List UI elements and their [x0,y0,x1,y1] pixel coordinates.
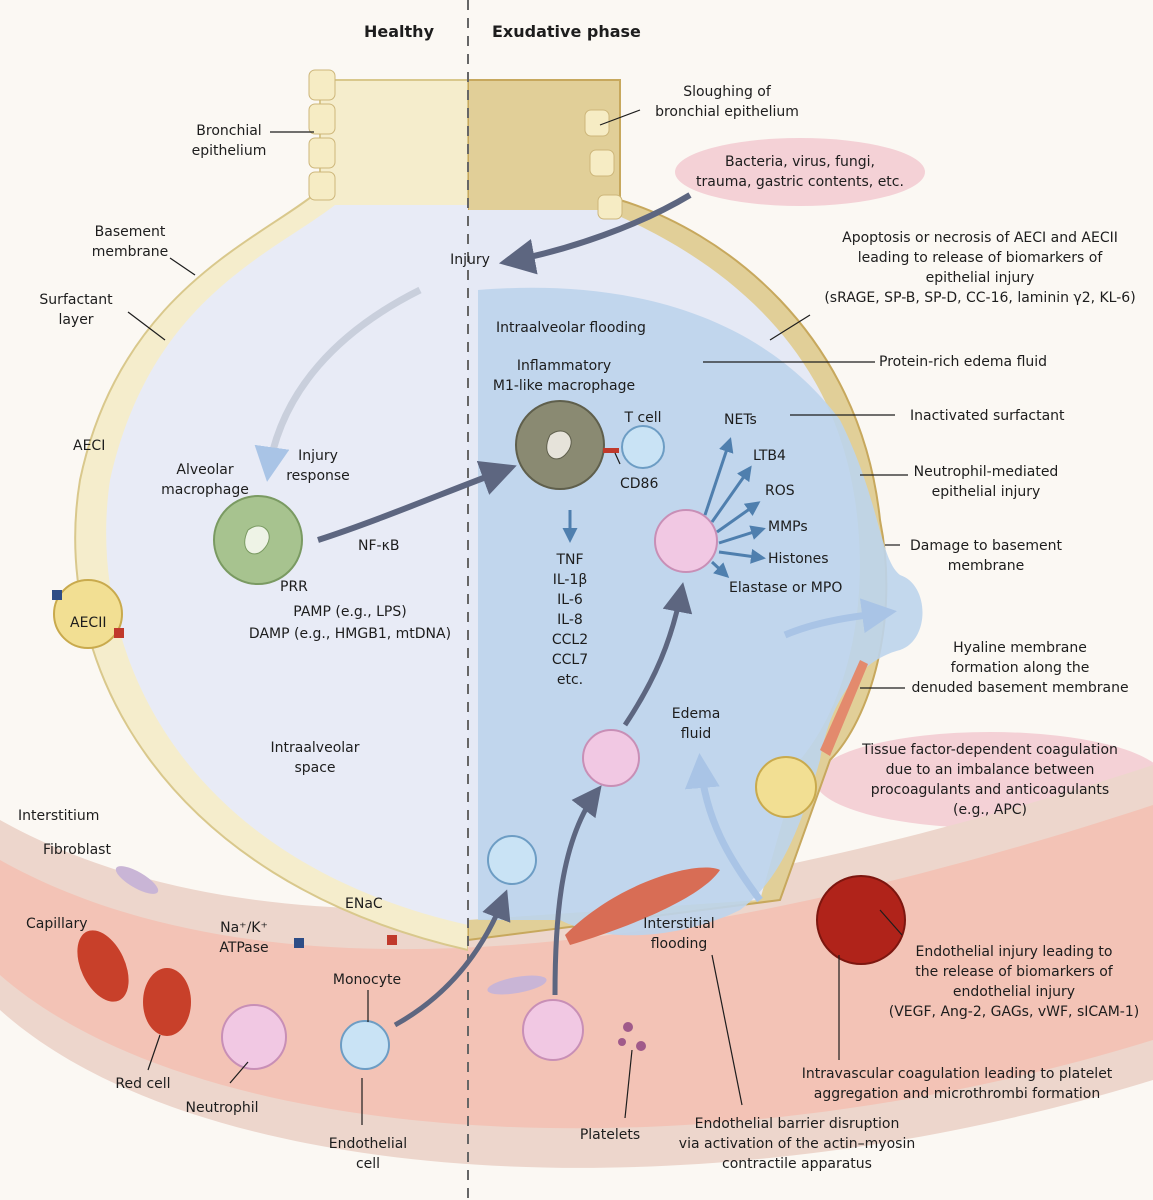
label-insults: Bacteria, virus, fungi,trauma, gastric c… [696,154,904,190]
label-nfkb: NF-κB [358,538,400,554]
neutrophil-migrating [582,729,640,787]
arrow-injury-to-macrophage [254,286,422,482]
arrow-insults-to-injury [498,192,692,275]
label-intraalveolar-flooding: Intraalveolar flooding [496,320,646,336]
leader-lines [127,109,908,1125]
label-damp: DAMP (e.g., HMGB1, mtDNA) [248,626,452,642]
aecii-cell [53,579,123,649]
label-na-k-atpase: Na⁺/K⁺ATPase [219,920,269,956]
mediator-arrows [703,437,766,579]
monocyte-alveolar [487,835,537,885]
label-histones: Histones [768,551,829,567]
label-prr: PRR [280,579,308,595]
panel-title-exudative: Exudative phase [492,22,641,41]
injured-epithelial-cell [755,756,817,818]
red-cell-2 [143,968,191,1036]
platelet-cluster [618,1022,646,1051]
label-nets: NETs [724,412,757,428]
label-pamp: PAMP (e.g., LPS) [293,604,407,620]
label-monocyte: Monocyte [332,972,402,988]
label-red-cell: Red cell [115,1076,171,1092]
label-enac: ENaC [345,896,383,912]
neutrophil-activated [654,509,718,573]
monocyte-capillary [340,1020,390,1070]
label-ltb4: LTB4 [753,448,786,464]
arrow-edema-side [783,598,897,639]
label-capillary: Capillary [26,916,88,932]
t-cell-body [621,425,665,469]
label-protein-rich: Protein-rich edema fluid [879,354,1048,370]
cd86-bar [603,448,619,453]
label-interstitium: Interstitium [18,808,100,824]
arrow-nfkb-to-m1 [317,461,517,543]
label-aeci: AECI [73,438,106,454]
label-inactivated-surfactant: Inactivated surfactant [910,408,1065,424]
arrow-neutrophil-up [622,582,693,727]
injured-alveolus [468,79,923,942]
neutrophil-capillary [221,1004,287,1070]
fibroblast-left [115,866,159,894]
fibroblast-right [487,975,547,995]
contracting-endothelium [565,867,720,945]
label-mmps: MMPs [768,519,808,535]
arrow-neutrophil-in [552,785,602,996]
label-intravascular: Intravascular coagulation leading to pla… [801,1066,1113,1102]
capillary-lumen [0,805,1153,1129]
label-ros: ROS [765,483,795,499]
neutrophil-extravasating [522,999,584,1061]
panel-title-healthy: Healthy [364,22,434,41]
label-fibroblast: Fibroblast [43,842,111,858]
label-injury: Injury [450,252,490,268]
microthrombus [816,875,906,965]
label-t-cell: T cell [624,410,662,426]
label-neutrophil: Neutrophil [185,1100,259,1116]
label-cd86: CD86 [620,476,659,492]
bronchial-cells [308,69,623,220]
label-platelets: Platelets [579,1127,641,1143]
arrow-edema-up [684,753,763,903]
label-elastase: Elastase or MPO [729,580,843,596]
insults-highlight [675,138,925,206]
hyaline-membrane [820,660,868,756]
label-aecii: AECII [70,615,107,631]
red-cell-1 [77,930,129,1002]
arrow-monocyte-out [393,889,511,1028]
